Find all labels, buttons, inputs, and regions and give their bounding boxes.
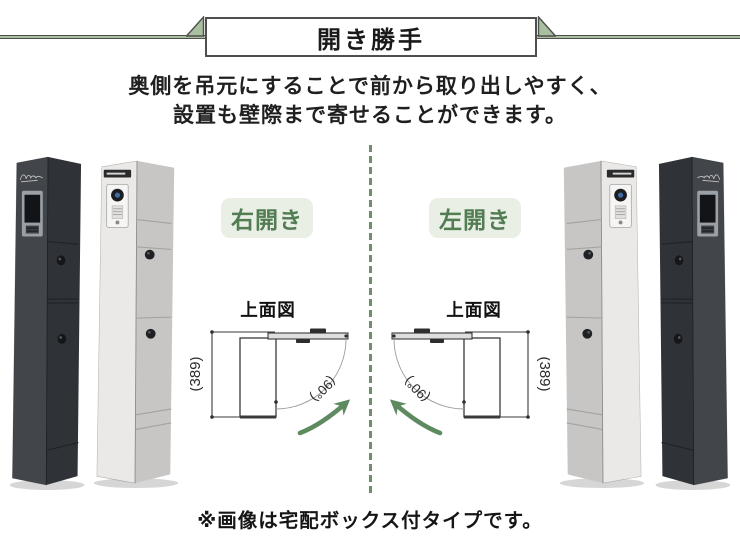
door-seam [47, 442, 79, 451]
open-door [267, 328, 349, 343]
opening-label-text: 左開き [439, 207, 511, 233]
door-knob [145, 328, 156, 339]
ribbon-fold-left-icon [186, 16, 205, 37]
opening-label-text: 右開き [231, 207, 303, 233]
ribbon-fold-right-icon [537, 16, 556, 37]
product-photo-silver-post-right [556, 158, 646, 490]
door-seam [566, 246, 603, 250]
door-knob [582, 328, 593, 339]
post-body-outline [239, 337, 277, 418]
floor-shadow [9, 480, 85, 491]
post-side-face [135, 160, 175, 484]
footnote: ※画像は宅配ボックス付タイプです。 [197, 510, 543, 532]
top-view-diagram-right-opening: (389) (90°) [190, 328, 351, 436]
opening-label-right-hinge: 右開き [221, 198, 313, 238]
door-knob [673, 333, 683, 344]
product-photo-silver-post-left [92, 158, 182, 490]
center-dashed-divider [369, 145, 372, 493]
call-button [618, 220, 623, 225]
door-seam [661, 240, 693, 245]
door-knob [144, 249, 155, 260]
depth-dimension-label: (389) [536, 356, 550, 391]
top-view-diagram-left-opening: (389) (90°) [389, 328, 550, 436]
post-body-outline [463, 337, 501, 418]
door-knob [583, 249, 594, 260]
depth-dimension-label: (389) [190, 356, 204, 391]
door-seam [135, 246, 172, 250]
post-front-face [691, 156, 728, 486]
swing-direction-arrow [297, 399, 351, 436]
nameplate [606, 169, 635, 178]
intercom-unit [106, 183, 129, 228]
floor-shadow [559, 478, 645, 489]
swing-angle-label: (90°) [307, 373, 338, 404]
description-line-1: 奥側を吊元にすることで前から取り出しやすく、 [128, 75, 612, 98]
door-seam [135, 408, 172, 416]
floor-shadow [655, 480, 731, 491]
door-seam [566, 218, 603, 224]
title-banner: 開き勝手 [205, 17, 537, 57]
swing-direction-arrow [389, 399, 443, 436]
product-photo-dark-post-left [8, 154, 88, 492]
description-line-2: 設置も壁際まで寄せることができます。 [173, 104, 567, 127]
floor-shadow [93, 478, 179, 489]
description-text: 奥側を吊元にすることで前から取り出しやすく、 設置も壁際まで寄せることができます… [0, 72, 740, 130]
door-swing-arc [393, 338, 465, 410]
post-side-face [46, 156, 82, 486]
door-knob [57, 333, 67, 344]
door-seam [47, 240, 79, 245]
post-front-face [96, 160, 138, 484]
door-seam [661, 442, 693, 451]
brand-signature-icon [697, 174, 721, 183]
product-photo-dark-post-right [652, 154, 732, 492]
post-front-face [600, 160, 642, 484]
call-button [115, 220, 120, 225]
intercom-unit [609, 183, 632, 228]
door-seam [566, 316, 602, 319]
door-seam [135, 422, 172, 430]
intercom-unit [697, 190, 719, 237]
door-knob [56, 255, 66, 266]
nameplate [103, 169, 132, 178]
door-seam [135, 218, 172, 224]
door-seam [566, 422, 603, 430]
door-swing-arc [275, 338, 347, 410]
door-seam [136, 316, 172, 319]
door-knob [674, 255, 684, 266]
brand-signature-icon [19, 174, 43, 183]
post-side-face [563, 160, 603, 484]
intercom-unit [21, 190, 43, 237]
top-view-title-right: 上面図 [446, 300, 502, 320]
top-view-title-left: 上面図 [240, 300, 296, 320]
page-title: 開き勝手 [317, 26, 425, 54]
opening-label-left-hinge: 左開き [429, 198, 521, 238]
door-seam [566, 408, 603, 416]
open-door [391, 328, 473, 343]
post-side-face [658, 156, 694, 486]
